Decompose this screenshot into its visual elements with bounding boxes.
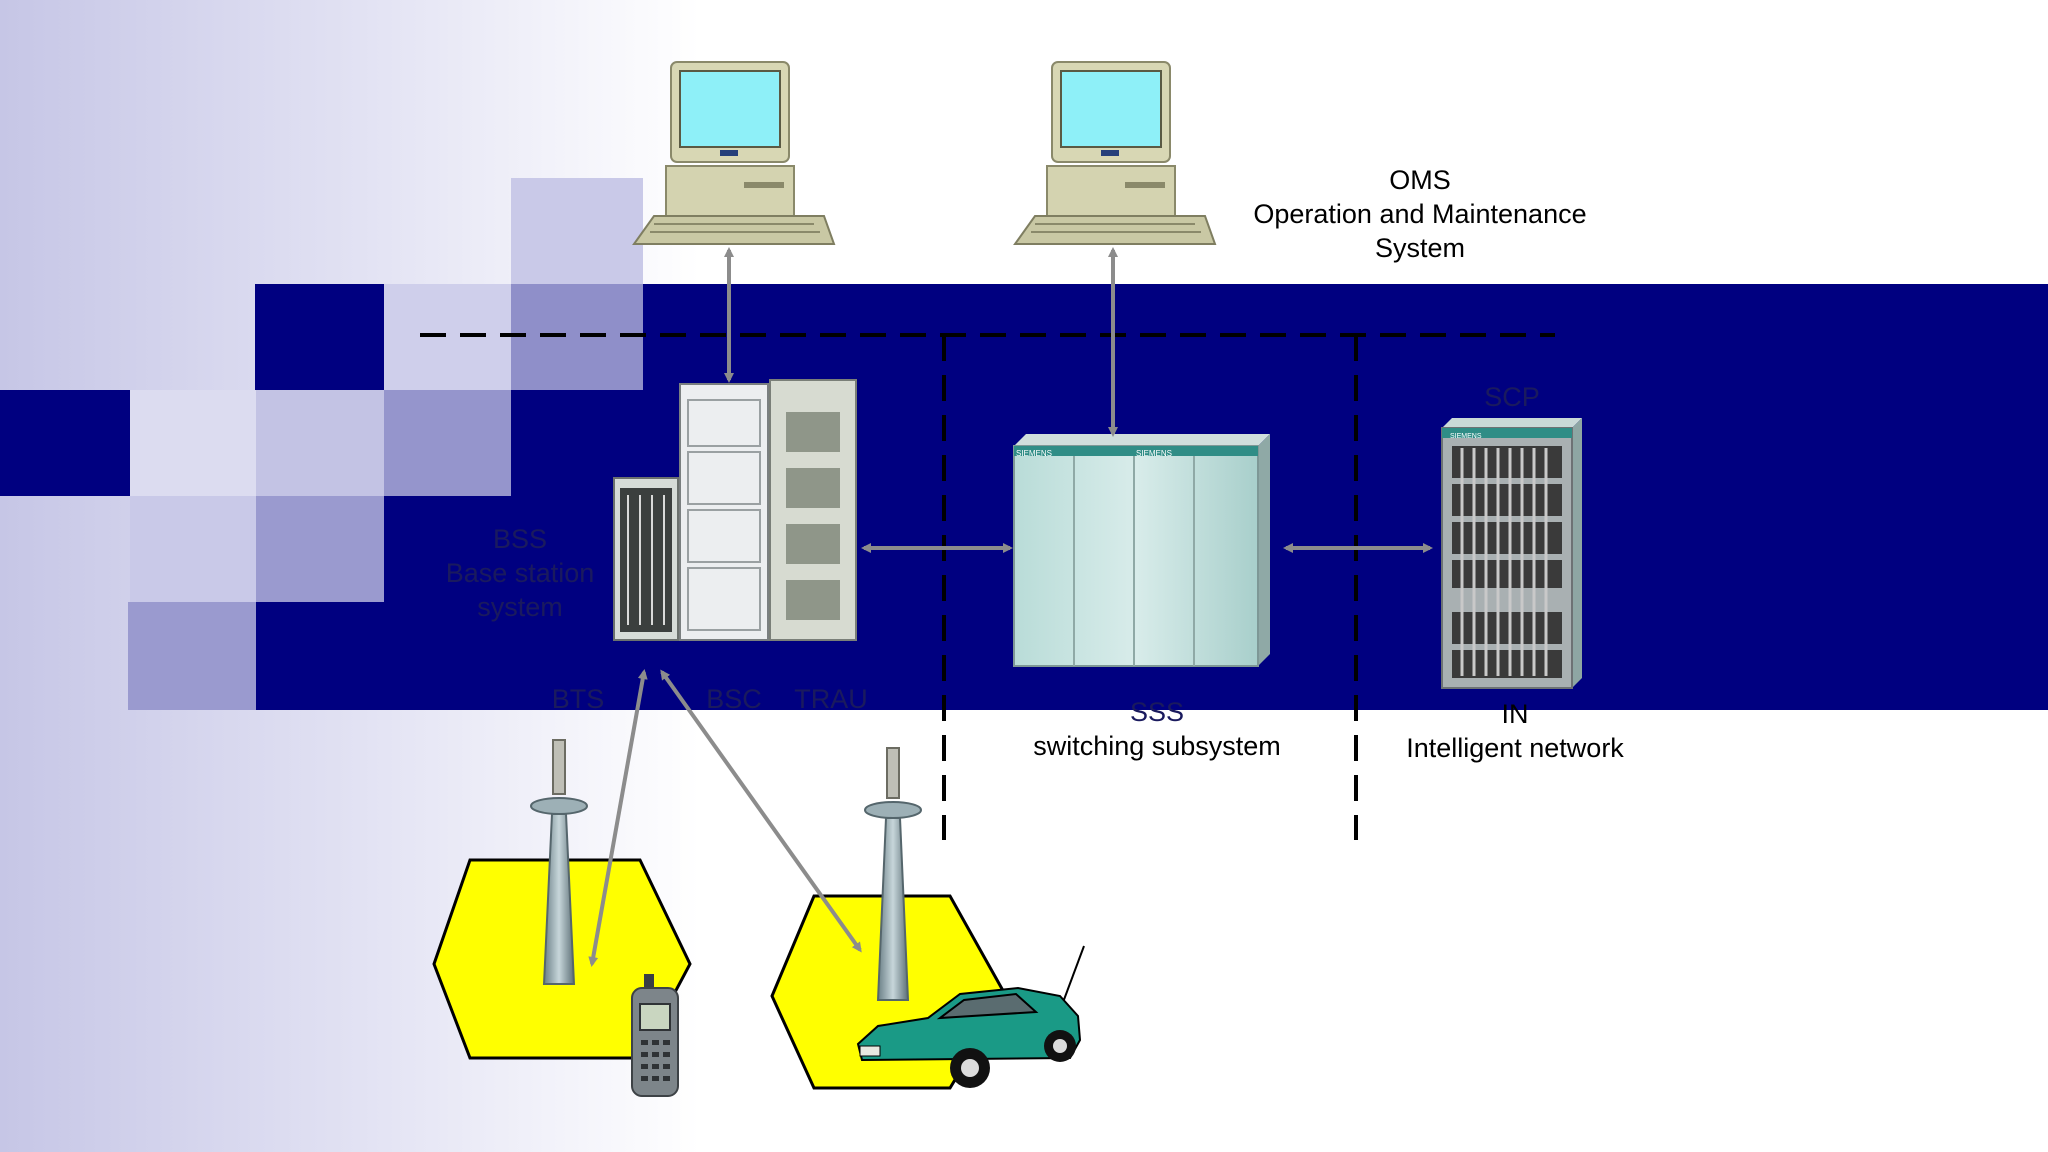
antenna-mast-icon <box>530 739 588 985</box>
antenna-mast-icon <box>864 747 922 1001</box>
oms-label-line: Operation and Maintenance <box>1253 199 1587 229</box>
decorative-squares <box>128 178 643 710</box>
sss-label-line: SSS <box>1129 697 1185 727</box>
navy-band-left-block <box>0 390 130 496</box>
bss-label-line: system <box>477 592 563 622</box>
cabinet-brand-label: SIEMENS <box>1136 449 1172 458</box>
equipment-rack-icon <box>613 379 857 641</box>
bss-label-line: Base station <box>445 558 595 588</box>
server-rack-icon <box>1441 418 1582 689</box>
trau-label: TRAU <box>794 684 868 714</box>
bss-label: BSS Base station system <box>410 522 630 624</box>
in-label-line: Intelligent network <box>1406 733 1624 763</box>
computer-terminal-icon <box>632 61 836 245</box>
bss-label-line: BSS <box>492 524 548 554</box>
mobile-phone-icon <box>631 974 679 1097</box>
bts-label: BTS <box>551 684 605 714</box>
sss-label-line: switching subsystem <box>1033 731 1281 761</box>
cabinet-brand-label: SIEMENS <box>1016 449 1052 458</box>
in-label-line: IN <box>1501 699 1529 729</box>
bsc-label: BSC <box>706 684 762 714</box>
connection-arrows <box>588 247 1433 967</box>
scp-label: SCP <box>1484 382 1540 412</box>
oms-label-line: OMS <box>1389 165 1451 195</box>
oms-label-line: System <box>1374 233 1466 263</box>
in-label: IN Intelligent network <box>1380 697 1650 765</box>
subsystem-boundaries <box>420 333 1555 840</box>
cabinet-brand-label: SIEMENS <box>1450 433 1482 440</box>
computer-terminal-icon <box>1013 61 1217 245</box>
sss-label: SSS switching subsystem <box>1000 695 1314 763</box>
car-icon <box>856 945 1085 1088</box>
switch-cabinet-icon <box>1013 434 1270 667</box>
oms-label: OMS Operation and Maintenance System <box>1230 163 1610 265</box>
